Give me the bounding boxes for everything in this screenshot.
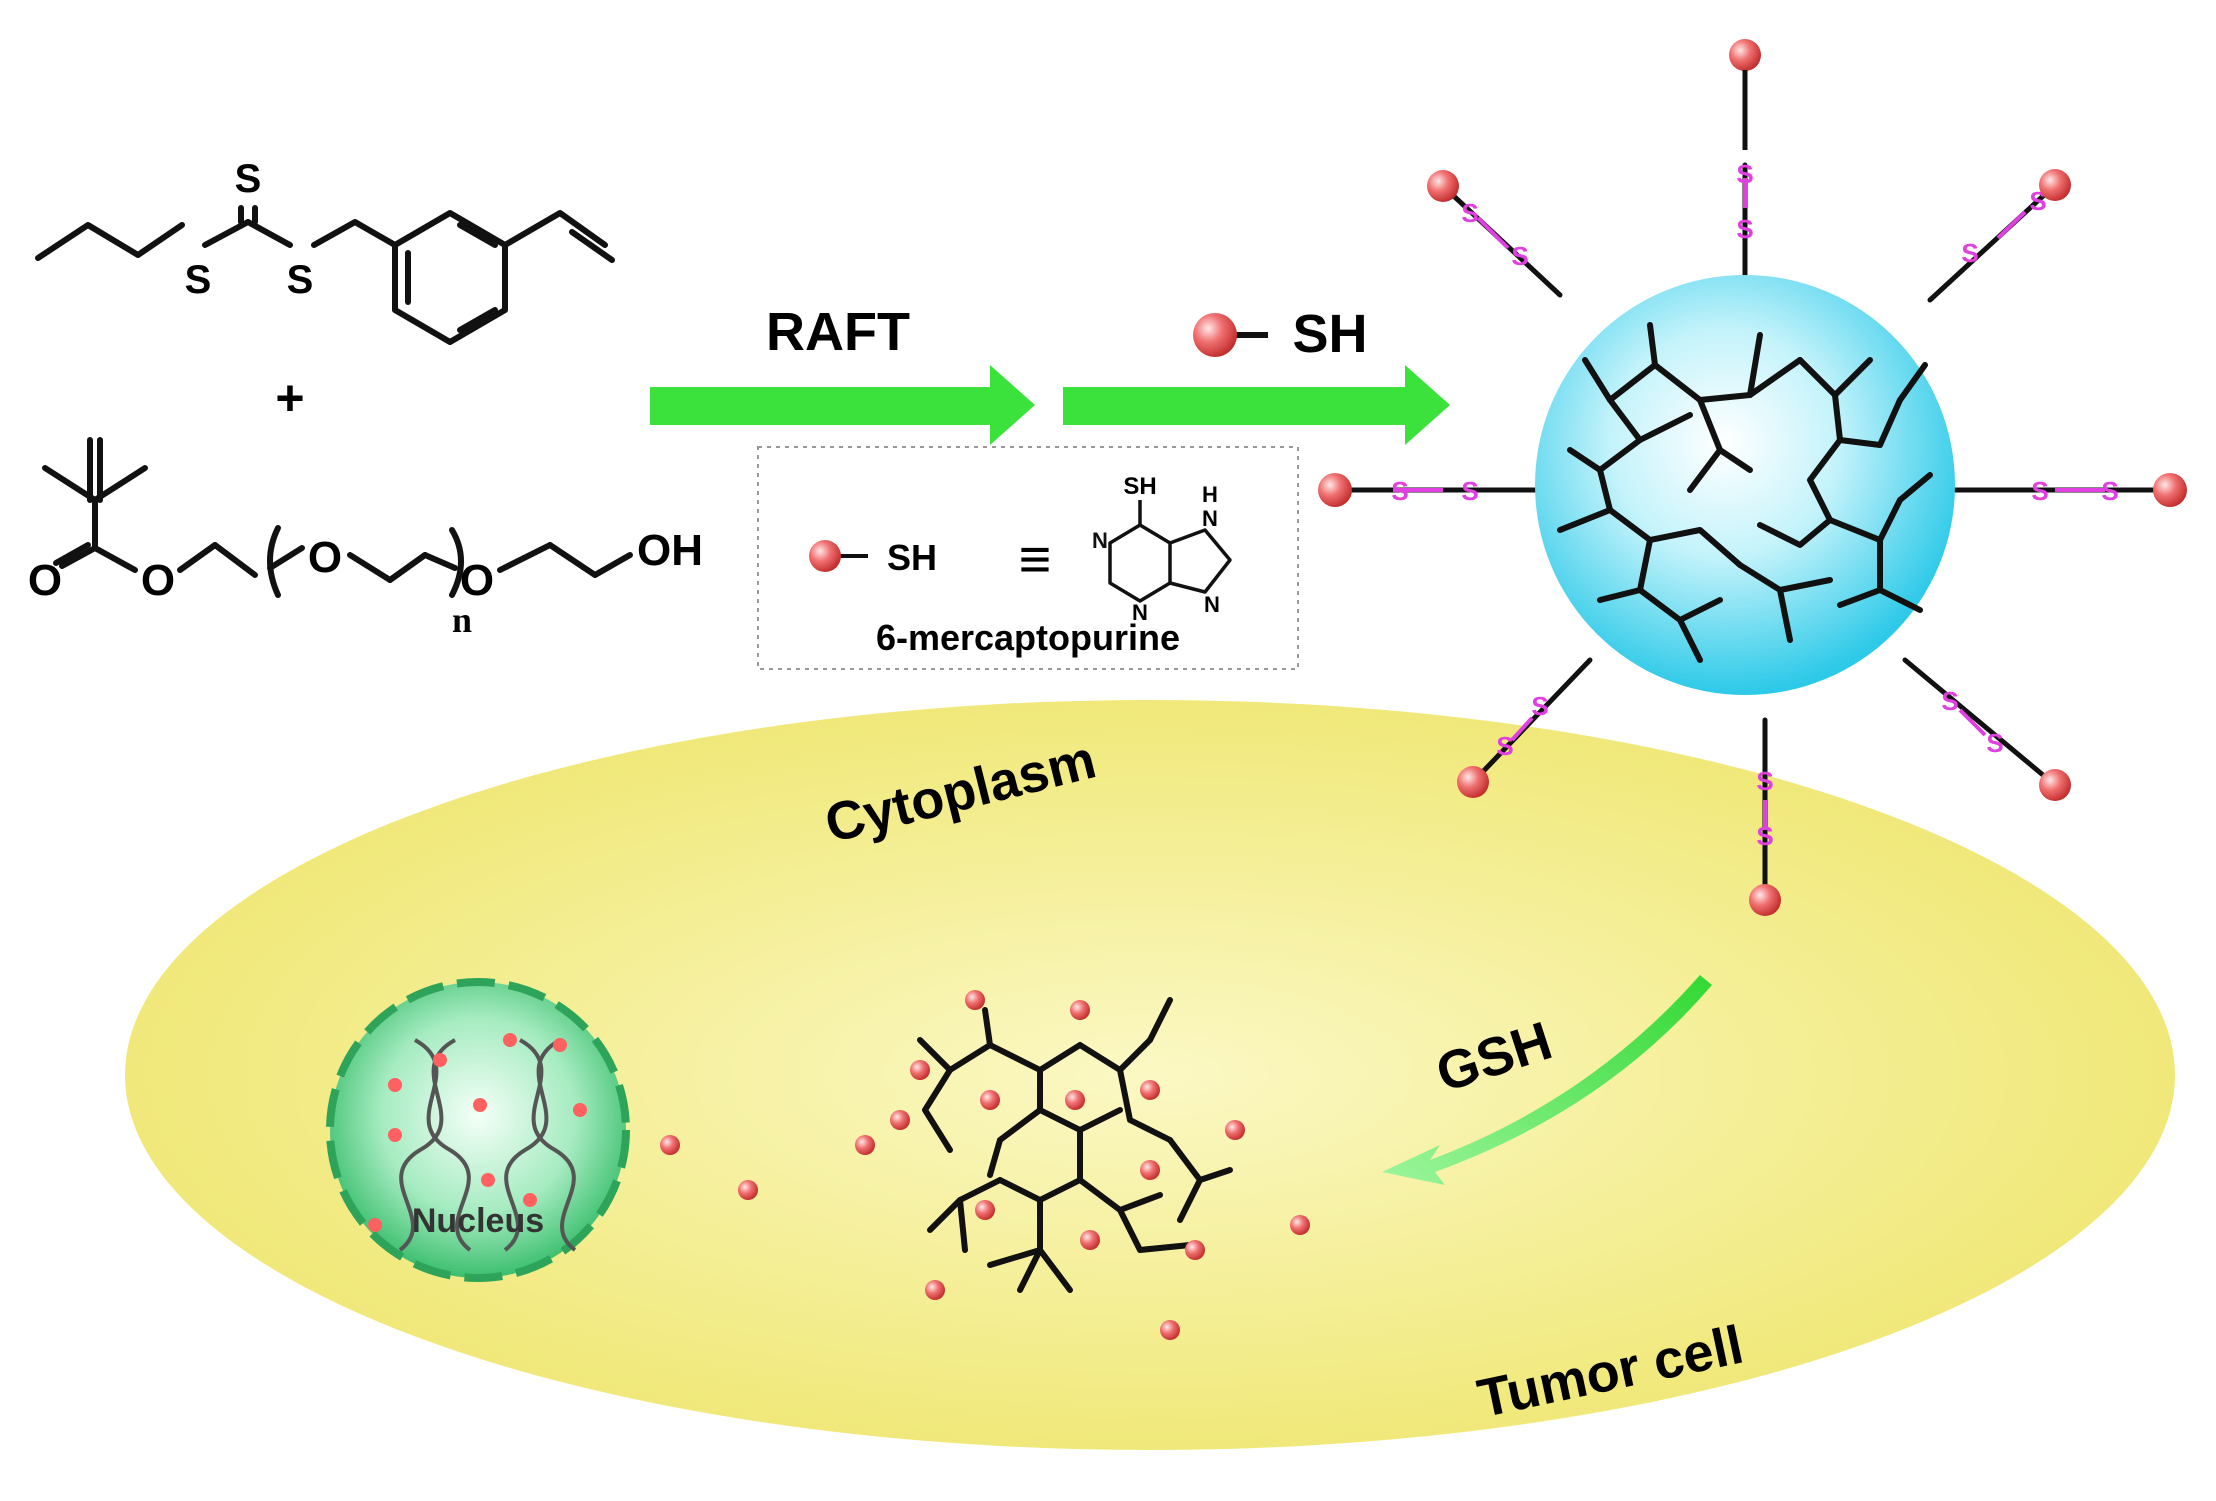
raft-arrow [650, 365, 1035, 445]
monomer-ester-oxygen: O [141, 556, 175, 605]
thiol-label: SH [1292, 304, 1367, 364]
nucleus-label: Nucleus [412, 1202, 544, 1240]
purine-structure [1108, 500, 1232, 603]
monomer-peg-oxygen-2: O [460, 556, 494, 605]
thiol-arrow [1063, 365, 1450, 445]
inset-box [757, 446, 1299, 670]
nanoparticle-drug-balls [1318, 39, 2187, 916]
released-dendrimer [917, 997, 1233, 1293]
disulfide-s: S [1531, 691, 1548, 721]
monomer-repeat-n: n [452, 600, 472, 640]
purine-n1: N [1092, 528, 1108, 553]
peg-methacrylate-structure [42, 437, 633, 598]
inset-drug-ball-icon [809, 540, 841, 572]
disulfide-s: S [1941, 686, 1958, 716]
disulfide-s: S [1511, 241, 1528, 271]
gsh-arrow [1382, 975, 1712, 1185]
inset-caption: 6-mercaptopurine [876, 617, 1180, 658]
monomer-hydroxyl: OH [637, 526, 703, 575]
purine-h: H [1202, 482, 1218, 507]
disulfide-s: S [1756, 766, 1773, 796]
disulfide-s: S [1461, 476, 1478, 506]
monomer-carbonyl-oxygen: O [28, 556, 62, 605]
disulfide-s: S [1961, 238, 1978, 268]
purine-n9: N [1204, 592, 1220, 617]
disulfide-s: S [1986, 728, 2003, 758]
disulfide-s: S [1736, 214, 1753, 244]
disulfide-s: S [2101, 476, 2118, 506]
nanoparticle-dendrimer [1557, 322, 1933, 663]
plus-sign: + [275, 370, 304, 426]
dna-helix-icon [398, 1038, 577, 1252]
nucleus [326, 978, 630, 1282]
disulfide-s: S [1736, 159, 1753, 189]
released-drug-dots [660, 990, 1310, 1340]
raft-label: RAFT [766, 302, 910, 362]
monomer-peg-oxygen-1: O [308, 533, 342, 582]
nucleus-drug-dots [368, 1033, 587, 1232]
purine-sh: SH [1123, 473, 1156, 500]
cta-sulfur-left: S [185, 258, 212, 302]
inset-thiol-label: SH [887, 537, 937, 578]
cta-sulfur-right: S [287, 258, 314, 302]
purine-n7: N [1202, 506, 1218, 531]
disulfide-s: S [1496, 731, 1513, 761]
disulfide-links [1393, 178, 2105, 830]
equivalence-sign: ≡ [1019, 527, 1052, 590]
prodrug-nanoparticle [1535, 275, 1955, 695]
purine-n3: N [1132, 600, 1148, 625]
raft-agent-structure [35, 205, 615, 345]
drug-ball-icon [1193, 313, 1237, 357]
disulfide-s: S [1391, 476, 1408, 506]
disulfide-s: S [2031, 476, 2048, 506]
tumor-cell [125, 700, 2175, 1450]
disulfide-s: S [1756, 821, 1773, 851]
cta-sulfur-top: S [235, 157, 262, 201]
disulfide-s: S [1461, 198, 1478, 228]
